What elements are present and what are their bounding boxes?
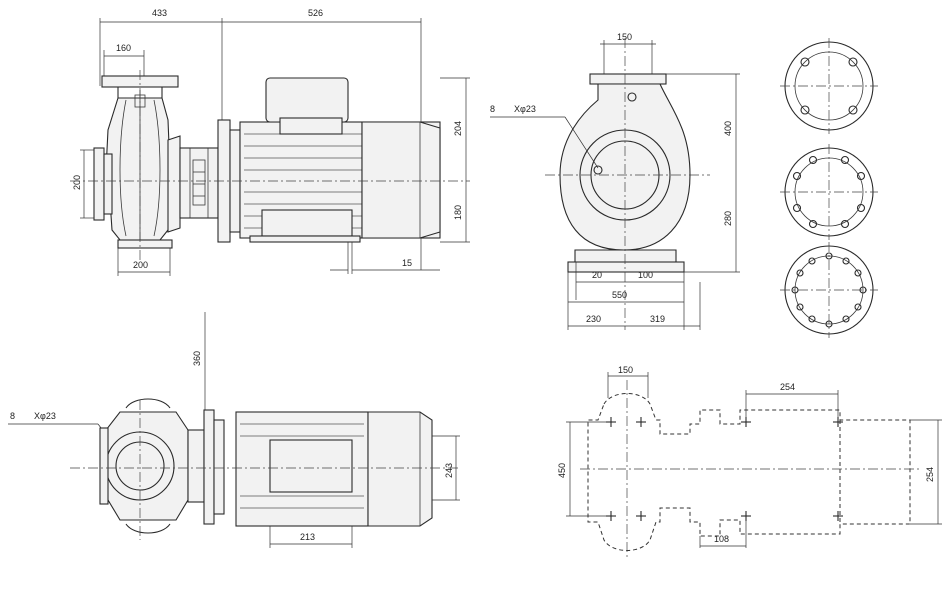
dim-400: 400 <box>723 121 733 136</box>
dim-100: 100 <box>638 270 653 280</box>
dim-15: 15 <box>402 258 412 268</box>
flange-patterns <box>780 38 878 338</box>
dim-450: 450 <box>557 463 567 478</box>
holes-dia-top: Xφ23 <box>34 411 56 421</box>
dim-160: 160 <box>116 43 131 53</box>
dim-213: 213 <box>300 532 315 542</box>
side-view: 433 526 160 200 200 <box>70 8 470 276</box>
dim-150-front: 150 <box>617 32 632 42</box>
foundation-plan: 150 254 450 254 <box>557 365 942 560</box>
dim-230: 230 <box>586 314 601 324</box>
dim-180: 180 <box>453 205 463 220</box>
anchor-bolts <box>606 417 843 521</box>
flange-8-hole <box>780 144 878 240</box>
motor-fins <box>244 133 362 229</box>
dim-319: 319 <box>650 314 665 324</box>
dim-204: 204 <box>453 121 463 136</box>
dim-243: 243 <box>444 463 454 478</box>
dim-20: 20 <box>592 270 602 280</box>
dim-433: 433 <box>152 8 167 18</box>
top-view: 360 8 Xφ23 243 <box>8 312 460 548</box>
top-motor-fins <box>240 423 364 509</box>
holes-qty-top: 8 <box>10 411 15 421</box>
dim-280: 280 <box>723 211 733 226</box>
dim-360: 360 <box>192 351 202 366</box>
dim-200-vertical: 200 <box>72 175 82 190</box>
holes-dia-front: Xφ23 <box>514 104 536 114</box>
dim-200-horizontal: 200 <box>133 260 148 270</box>
dim-526: 526 <box>308 8 323 18</box>
dim-254-right: 254 <box>925 467 935 482</box>
holes-qty-front: 8 <box>490 104 495 114</box>
flange-12-hole <box>780 242 878 338</box>
dim-550: 550 <box>612 290 627 300</box>
dim-254-top: 254 <box>780 382 795 392</box>
flange-4-hole <box>780 38 878 134</box>
dim-150-plan: 150 <box>618 365 633 375</box>
dim-108: 108 <box>714 534 729 544</box>
front-view: 150 8 Xφ23 400 280 20 100 <box>490 32 740 330</box>
